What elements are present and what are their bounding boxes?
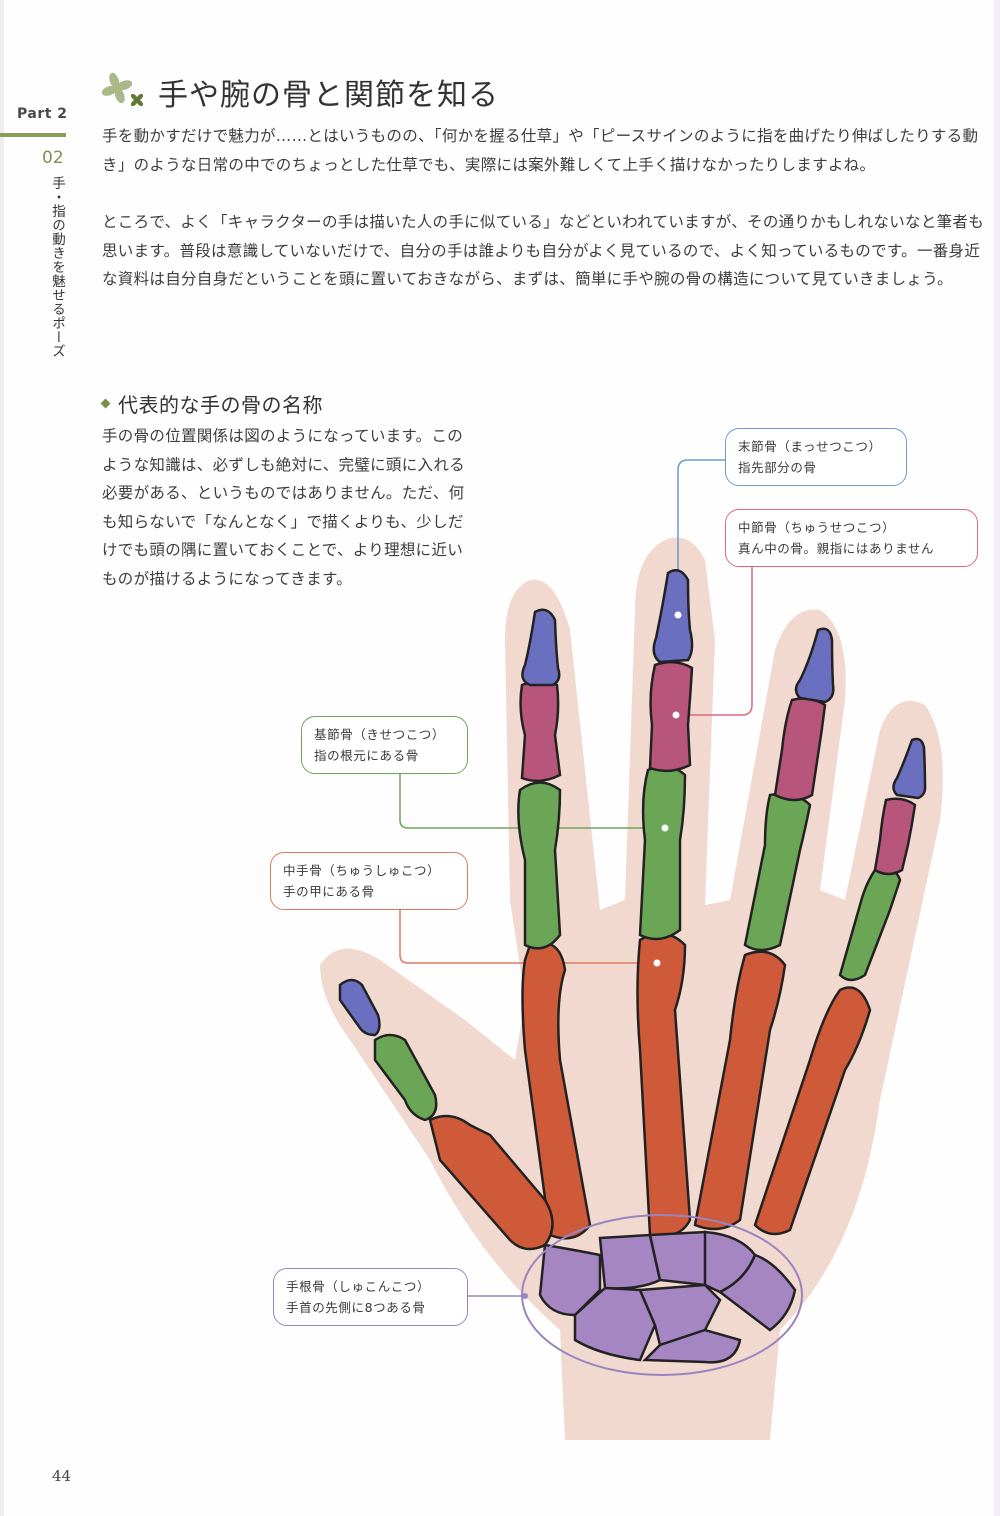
part-label: Part 2 xyxy=(17,106,68,122)
intro-paragraph-2: ところで、よく「キャラクターの手は描いた人の手に似ている」などといわれていますが… xyxy=(102,213,985,288)
callout-metacarpal-desc: 手の甲にある骨 xyxy=(283,884,375,899)
chapter-title-vertical: 手・指の動きを魅せるポーズ xyxy=(49,176,65,358)
callout-middle-phalanx: 中節骨（ちゅうせつこつ） 真ん中の骨。親指にはありません xyxy=(725,509,978,567)
section-title: 代表的な手の骨の名称 xyxy=(118,393,323,417)
callout-middle-name: 中節骨（ちゅうせつこつ） xyxy=(738,520,896,535)
callout-anchor-dots xyxy=(653,611,682,967)
page-left-edge xyxy=(0,0,4,1516)
callout-metacarpal-name: 中手骨（ちゅうしゅこつ） xyxy=(283,863,441,878)
metacarpal-bones xyxy=(428,932,872,1251)
carpal-highlight-ellipse xyxy=(521,1214,803,1376)
callout-carpal: 手根骨（しゅこんこつ） 手首の先側に8つある骨 xyxy=(273,1268,468,1326)
callout-metacarpal: 中手骨（ちゅうしゅこつ） 手の甲にある骨 xyxy=(270,852,468,910)
chapter-number: 02 xyxy=(42,148,64,168)
page-number: 44 xyxy=(52,1467,72,1485)
page-title: 手や腕の骨と関節を知る xyxy=(158,78,499,113)
section-body-text: 手の骨の位置関係は図のようになっています。このような知識は、必ずしも絶対に、完璧… xyxy=(102,427,465,588)
distal-phalanx-bones xyxy=(338,568,927,1037)
callout-distal-phalanx: 末節骨（まっせつこつ） 指先部分の骨 xyxy=(725,428,907,486)
clover-leaf-icon xyxy=(101,72,144,107)
page-right-edge xyxy=(994,0,1000,1516)
part-divider-bar xyxy=(0,133,66,137)
section-heading: 代表的な手の骨の名称 xyxy=(100,389,323,418)
callout-middle-desc: 真ん中の骨。親指にはありません xyxy=(738,541,935,556)
callout-carpal-desc: 手首の先側に8つある骨 xyxy=(286,1300,426,1315)
callout-distal-desc: 指先部分の骨 xyxy=(738,460,817,475)
page-header: 手や腕の骨と関節を知る xyxy=(100,70,499,114)
callout-proximal-phalanx: 基節骨（きせつこつ） 指の根元にある骨 xyxy=(301,716,468,774)
callout-carpal-name: 手根骨（しゅこんこつ） xyxy=(286,1279,431,1294)
callout-distal-name: 末節骨（まっせつこつ） xyxy=(738,439,882,454)
intro-paragraph-1: 手を動かすだけで魅力が……とはいうものの、「何かを握る仕草」や「ピースサインのよ… xyxy=(102,127,979,174)
callout-proximal-desc: 指の根元にある骨 xyxy=(314,748,419,763)
carpal-bones xyxy=(538,1230,797,1364)
proximal-phalanx-bones xyxy=(373,764,902,1122)
callout-proximal-name: 基節骨（きせつこつ） xyxy=(314,727,446,742)
